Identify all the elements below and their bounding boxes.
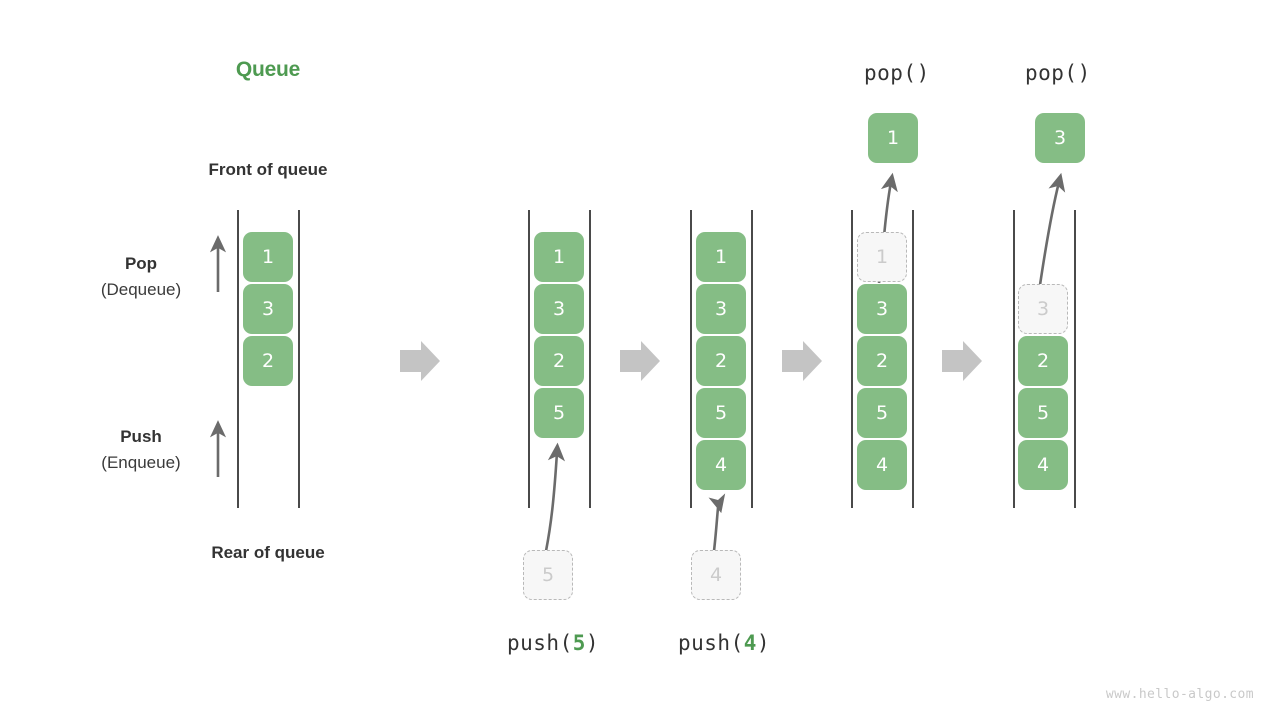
rail-right: [912, 210, 914, 508]
queue-cell: 3: [857, 284, 907, 334]
queue-cell-new: 4: [696, 440, 746, 490]
caption-suffix: ): [585, 631, 600, 655]
pop-label-line2: (Dequeue): [100, 280, 182, 299]
step-arrow-3: [782, 341, 822, 381]
page-title: Queue: [235, 58, 301, 81]
outgoing-ghost-cell: 3: [1018, 284, 1068, 334]
rail-right: [1074, 210, 1076, 508]
queue-cell: 3: [534, 284, 584, 334]
push-5-caption: push(5): [507, 631, 599, 655]
outgoing-ghost-cell: 1: [857, 232, 907, 282]
pop-2-caption: pop(): [1025, 61, 1091, 85]
queue-cell: 2: [857, 336, 907, 386]
rail-right: [589, 210, 591, 508]
push-side-label: Push (Enqueue): [56, 424, 226, 476]
queue-cell: 4: [1018, 440, 1068, 490]
rail-right: [298, 210, 300, 508]
push-5-motion-arrow: [544, 442, 566, 552]
queue-cell: 5: [696, 388, 746, 438]
pop-side-label: Pop (Dequeue): [56, 251, 226, 303]
caption-arg: 5: [572, 631, 586, 655]
queue-cell: 1: [534, 232, 584, 282]
step-arrow-2: [620, 341, 660, 381]
popped-cell: 1: [868, 113, 918, 163]
queue-cell: 2: [534, 336, 584, 386]
pop-2-motion-arrow: [1038, 172, 1066, 286]
rail-left: [690, 210, 692, 508]
queue-cell: 3: [243, 284, 293, 334]
queue-cell: 1: [243, 232, 293, 282]
rail-left: [1013, 210, 1015, 508]
rear-of-queue-label: Rear of queue: [211, 543, 325, 562]
push-label-line2: (Enqueue): [101, 453, 181, 472]
incoming-ghost-cell: 5: [523, 550, 573, 600]
queue-cell: 2: [1018, 336, 1068, 386]
queue-cell: 2: [243, 336, 293, 386]
pop-1-caption: pop(): [864, 61, 930, 85]
queue-cell: 1: [696, 232, 746, 282]
step-arrow-4: [942, 341, 982, 381]
step-arrow-1: [400, 341, 440, 381]
push-label-line1: Push: [120, 427, 162, 446]
caption-arg: 4: [743, 631, 757, 655]
caption-prefix: push(: [678, 631, 744, 655]
push-4-caption: push(4): [678, 631, 770, 655]
rail-left: [528, 210, 530, 508]
queue-cell: 5: [1018, 388, 1068, 438]
rail-right: [751, 210, 753, 508]
queue-cell: 4: [857, 440, 907, 490]
queue-cell: 5: [857, 388, 907, 438]
caption-suffix: ): [756, 631, 771, 655]
queue-cell: 3: [696, 284, 746, 334]
incoming-ghost-cell: 4: [691, 550, 741, 600]
queue-cell: 2: [696, 336, 746, 386]
popped-cell: 3: [1035, 113, 1085, 163]
rail-left: [237, 210, 239, 508]
pop-label-line1: Pop: [124, 254, 158, 273]
rail-left: [851, 210, 853, 508]
queue-cell-new: 5: [534, 388, 584, 438]
watermark: www.hello-algo.com: [1105, 687, 1254, 702]
front-of-queue-label: Front of queue: [208, 160, 328, 179]
push-4-motion-arrow: [708, 493, 726, 552]
caption-prefix: push(: [507, 631, 573, 655]
